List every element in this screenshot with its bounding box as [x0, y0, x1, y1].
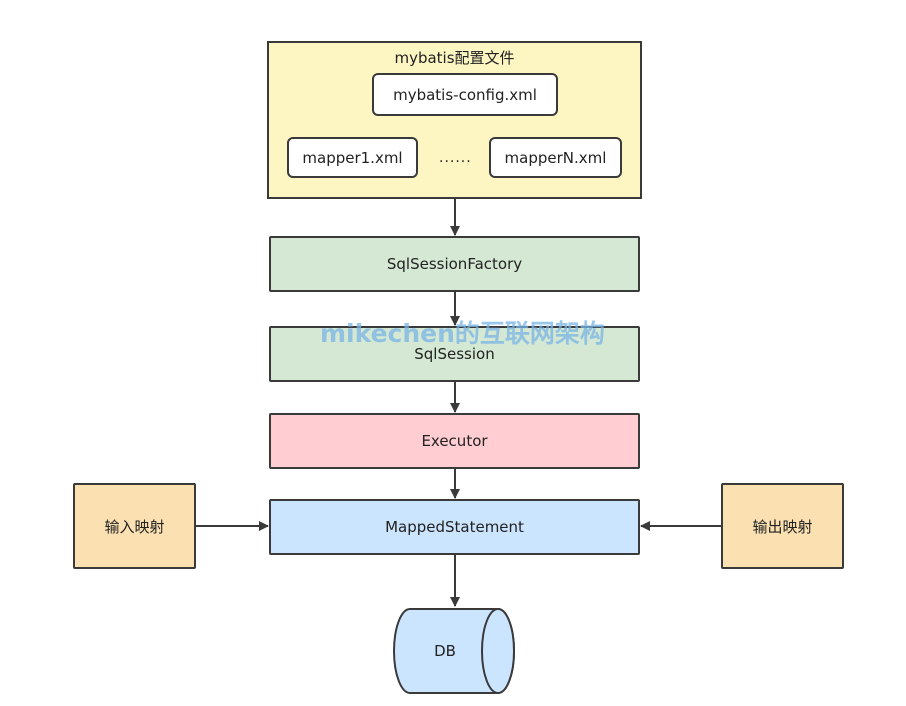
mapper-ellipsis: ......: [439, 150, 472, 166]
mybatis-config-file: mybatis-config.xml: [372, 73, 558, 116]
mapper-first-file: mapper1.xml: [287, 137, 418, 178]
db-label: DB: [434, 642, 456, 660]
executor-node: Executor: [269, 413, 640, 469]
output-mapping-node: 输出映射: [721, 483, 844, 569]
mapper-last-file: mapperN.xml: [489, 137, 622, 178]
sql-session-factory-node: SqlSessionFactory: [269, 236, 640, 292]
mapped-statement-node: MappedStatement: [269, 499, 640, 555]
db-cylinder: [393, 608, 515, 694]
input-mapping-node: 输入映射: [73, 483, 196, 569]
config-title: mybatis配置文件: [394, 49, 515, 67]
sql-session-node: SqlSession: [269, 326, 640, 382]
watermark-text: mikechen的互联网架构: [320, 319, 605, 348]
